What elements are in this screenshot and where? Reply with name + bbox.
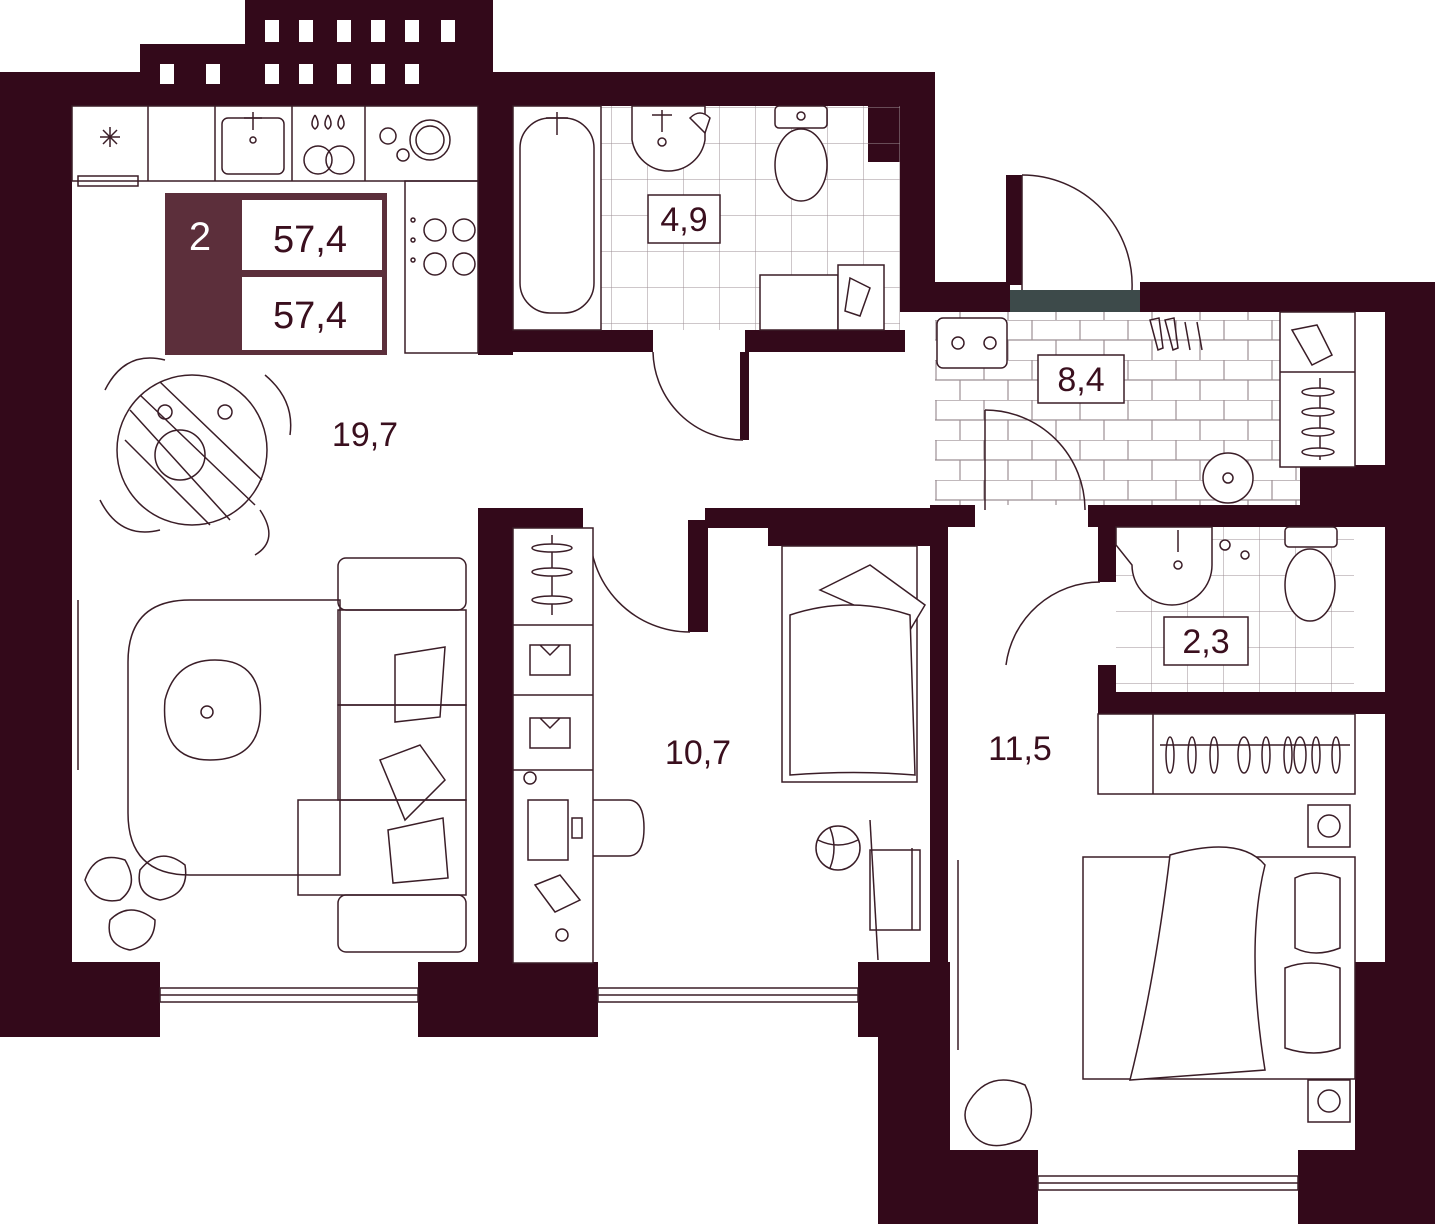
windows: [77, 600, 1299, 1191]
bench-press: [869, 819, 921, 961]
living-rug: [127, 599, 341, 876]
wc-sink: [1115, 526, 1250, 606]
large-bedroom-area: 11,5: [988, 730, 1052, 768]
bench: [936, 317, 1008, 369]
hallway-area: 8,4: [1057, 361, 1104, 399]
socket-icon: [1307, 804, 1351, 1123]
living-area: 57,4: [273, 295, 347, 337]
total-area: 57,4: [273, 219, 347, 261]
sofa-icon: [297, 557, 467, 953]
kitchen-living-area: 19,7: [332, 416, 398, 454]
water-drops-icon: [303, 114, 355, 175]
hallway-wardrobe: [1279, 311, 1356, 468]
shoes-icon: [1149, 317, 1203, 352]
hangers: [1165, 736, 1341, 774]
ball-icon: [815, 825, 861, 871]
parapet-windows: [160, 20, 455, 84]
faucet-icon: [244, 112, 262, 144]
wardrobe: [512, 527, 594, 964]
snowflake-icon: [100, 127, 120, 147]
desk-chair: [593, 799, 645, 857]
bathroom-label-box: [647, 194, 721, 244]
hallway-label-box: [1037, 354, 1125, 404]
armchair-icon: [964, 1079, 1033, 1147]
bath-sink: [631, 105, 711, 172]
bathtub: [512, 105, 602, 331]
bed-large: [1082, 846, 1356, 1081]
toilet-icon: [774, 105, 828, 202]
pizza-icon: [379, 119, 451, 162]
wc-toilet: [1284, 526, 1338, 622]
bathroom-area: 4,9: [660, 201, 707, 239]
doors: [589, 174, 1133, 666]
bed-icon: [781, 545, 926, 783]
plant-icon: [84, 855, 187, 951]
wc-area: 2,3: [1182, 623, 1229, 661]
wc-label-box: [1163, 616, 1249, 666]
stove: [410, 217, 476, 276]
closet: [1097, 713, 1356, 795]
dining-table: [99, 357, 292, 556]
washer-icon: [759, 264, 885, 331]
laptop-icon: [523, 771, 583, 942]
kitchen-counter: [71, 105, 479, 354]
small-bedroom-area: 10,7: [665, 734, 731, 772]
robot-vacuum: [1202, 452, 1254, 504]
area-badge: [165, 193, 387, 355]
room-count: 2: [189, 215, 211, 259]
entrance-door-seal: [1010, 290, 1140, 312]
